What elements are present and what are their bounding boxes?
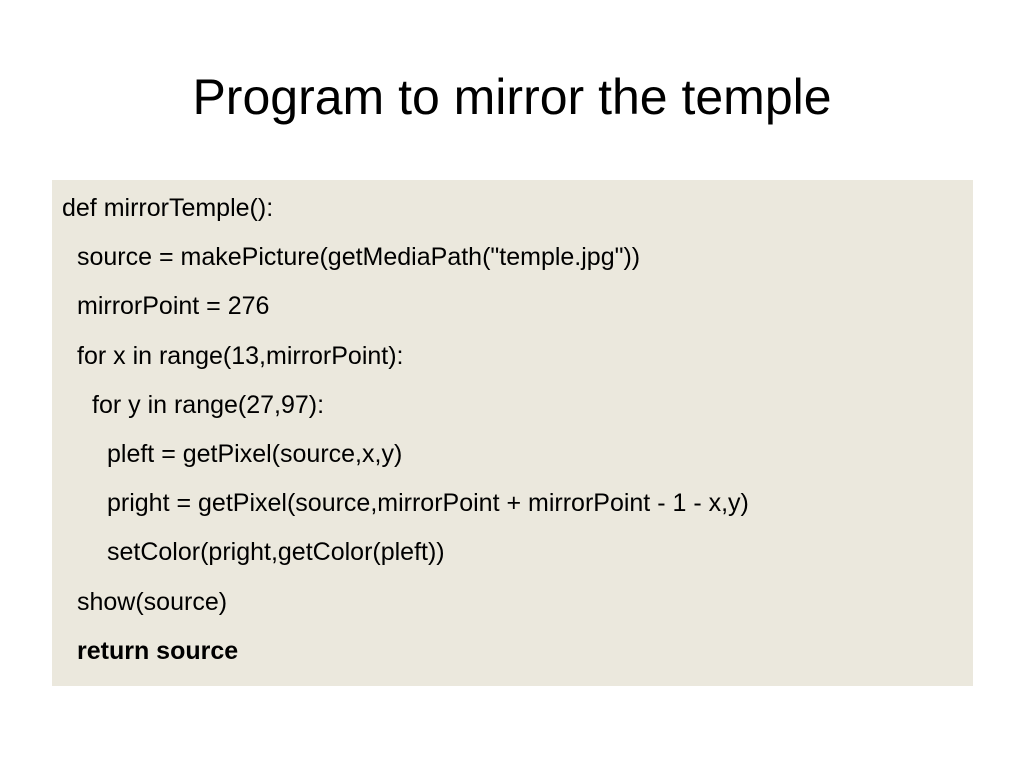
- code-line-return: return source: [77, 636, 239, 665]
- code-line: show(source): [77, 587, 228, 616]
- code-line: pright = getPixel(source,mirrorPoint + m…: [107, 489, 749, 518]
- code-line: def mirrorTemple():: [62, 194, 274, 222]
- code-line: source = makePicture(getMediaPath("templ…: [77, 243, 641, 272]
- code-line: pleft = getPixel(source,x,y): [107, 439, 403, 468]
- slide-title: Program to mirror the temple: [192, 69, 832, 125]
- code-line: mirrorPoint = 276: [77, 292, 270, 321]
- code-line: for y in range(27,97):: [92, 390, 325, 419]
- code-line: setColor(pright,getColor(pleft)): [107, 538, 445, 567]
- code-line: for x in range(13,mirrorPoint):: [77, 341, 404, 370]
- code-block: def mirrorTemple(): source = makePicture…: [52, 180, 973, 686]
